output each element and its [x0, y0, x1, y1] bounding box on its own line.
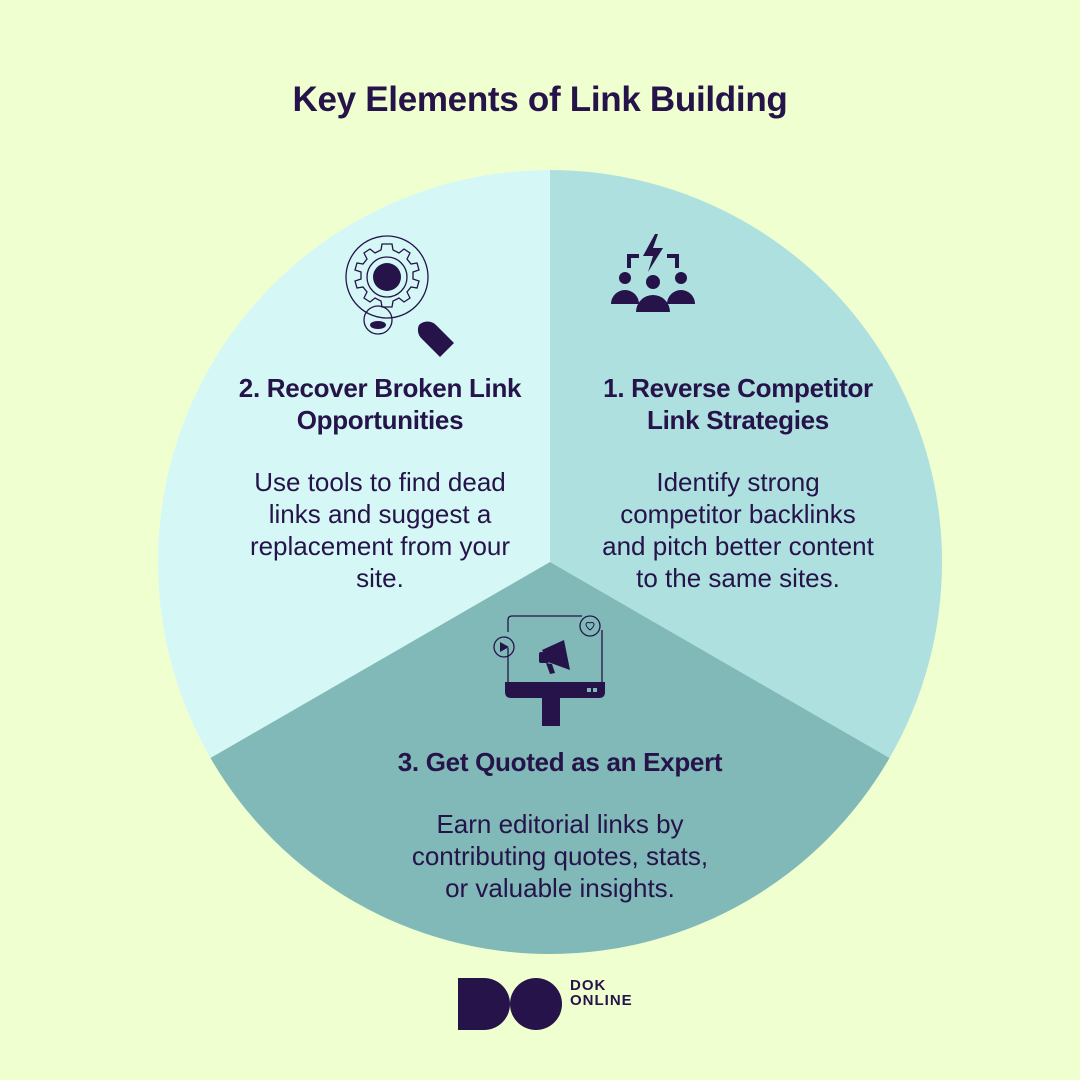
- description-line: site.: [356, 563, 404, 593]
- heading-line: 2. Recover Broken Link: [238, 373, 522, 403]
- segment-1-description: Identify strong competitor backlinks and…: [568, 466, 908, 594]
- description-line: links and suggest a: [268, 499, 492, 529]
- segment-3-heading: 3. Get Quoted as an Expert: [340, 746, 780, 778]
- heading-line: Opportunities: [296, 405, 464, 435]
- segment-2-slice: [157, 169, 550, 758]
- segment-1-slice: [550, 169, 943, 758]
- team-lightning-icon: [611, 234, 695, 312]
- description-line: competitor backlinks: [620, 499, 856, 529]
- description-line: replacement from your: [249, 531, 511, 561]
- heading-line: 3. Get Quoted as an Expert: [397, 747, 723, 777]
- segment-1-heading: 1. Reverse Competitor Link Strategies: [568, 372, 908, 436]
- do-logo-icon: [458, 978, 562, 1030]
- description-line: to the same sites.: [636, 563, 840, 593]
- description-line: or valuable insights.: [445, 873, 675, 903]
- segment-3-description: Earn editorial links by contributing quo…: [340, 808, 780, 904]
- description-line: Identify strong: [656, 467, 820, 497]
- segment-2-description: Use tools to find dead links and suggest…: [210, 466, 550, 594]
- description-line: Earn editorial links by: [436, 809, 684, 839]
- heading-line: Link Strategies: [647, 405, 829, 435]
- page-title: Key Elements of Link Building: [292, 80, 788, 119]
- monitor-megaphone-icon: [493, 615, 605, 726]
- gear-magnifier-icon: [345, 235, 454, 357]
- brand-name-line: ONLINE: [570, 992, 633, 1009]
- heading-line: 1. Reverse Competitor: [603, 373, 873, 403]
- segment-3-slice: [210, 562, 890, 955]
- segment-3-text: 3. Get Quoted as an Expert Earn editoria…: [340, 746, 780, 904]
- segment-2-heading: 2. Recover Broken Link Opportunities: [210, 372, 550, 436]
- segment-1-text: 1. Reverse Competitor Link Strategies Id…: [568, 372, 908, 594]
- description-line: and pitch better content: [602, 531, 874, 561]
- description-line: contributing quotes, stats,: [411, 841, 709, 871]
- brand-name: DOK ONLINE: [570, 978, 633, 1008]
- brand-name-line: DOK: [570, 977, 607, 994]
- segment-2-text: 2. Recover Broken Link Opportunities Use…: [210, 372, 550, 594]
- description-line: Use tools to find dead: [254, 467, 506, 497]
